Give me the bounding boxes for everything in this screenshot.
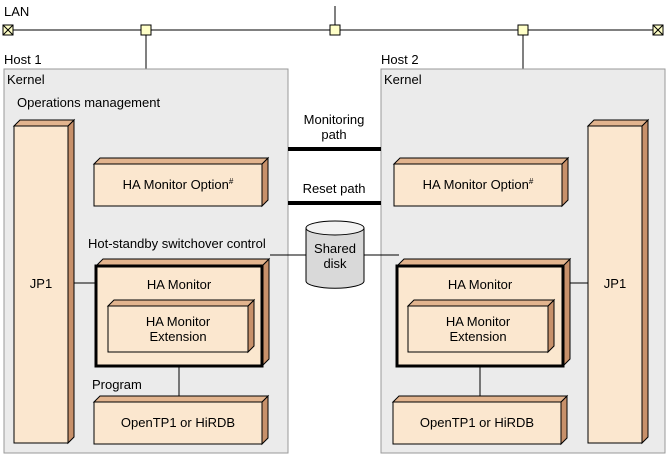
reset-path-label: Reset path (303, 181, 366, 196)
host1-title: Host 1 (4, 52, 42, 67)
lan-terminator-left (2, 24, 14, 36)
host2-ha-monitor-label: HA Monitor (448, 277, 513, 292)
host1-ha-extension-box: HA Monitor Extension (106, 298, 256, 354)
host1-jp1-label: JP1 (30, 276, 52, 291)
monitoring-path-label-line1: Monitoring (304, 112, 365, 127)
host1-ha-monitor-label: HA Monitor (147, 277, 212, 292)
lan-terminator-right (652, 24, 664, 36)
host1-ha-extension-line1: HA Monitor (146, 314, 211, 329)
monitoring-path-label-line2: path (321, 127, 346, 142)
shared-disk-label-line2: disk (323, 256, 347, 271)
host2-jp1-label: JP1 (604, 276, 626, 291)
host2-kernel-label: Kernel (384, 72, 422, 87)
host2-ha-extension-line1: HA Monitor (446, 314, 511, 329)
host2-program-name: OpenTP1 or HiRDB (420, 415, 534, 430)
host1-jp1-box: JP1 (12, 118, 76, 445)
host2-jp1-box: JP1 (586, 118, 650, 445)
host1-kernel-label: Kernel (7, 72, 45, 87)
lan-node-center (329, 24, 341, 36)
shared-disk-label-line1: Shared (314, 241, 356, 256)
host2-ha-option-label: HA Monitor Option# (423, 177, 534, 192)
host2-title: Host 2 (381, 52, 419, 67)
host1-program-box: OpenTP1 or HiRDB (92, 394, 270, 446)
host2-ha-option-box: HA Monitor Option# (392, 156, 570, 208)
host2-ha-extension-line2: Extension (449, 329, 506, 344)
shared-disk-icon: Shared disk (305, 220, 365, 289)
host1-program-name: OpenTP1 or HiRDB (121, 415, 235, 430)
host1-ha-option-label: HA Monitor Option# (123, 177, 234, 192)
host1-ha-extension-line2: Extension (149, 329, 206, 344)
lan-node-host2 (517, 24, 529, 36)
host2-ha-extension-box: HA Monitor Extension (406, 298, 556, 354)
host1-hot-standby-label: Hot-standby switchover control (88, 236, 266, 251)
host1-ha-option-box: HA Monitor Option# (92, 156, 270, 208)
host1-ops-label: Operations management (17, 95, 160, 110)
lan-label: LAN (4, 4, 29, 19)
lan-node-host1 (140, 24, 152, 36)
host2-program-box: OpenTP1 or HiRDB (391, 394, 569, 446)
host1-program-label: Program (92, 377, 142, 392)
